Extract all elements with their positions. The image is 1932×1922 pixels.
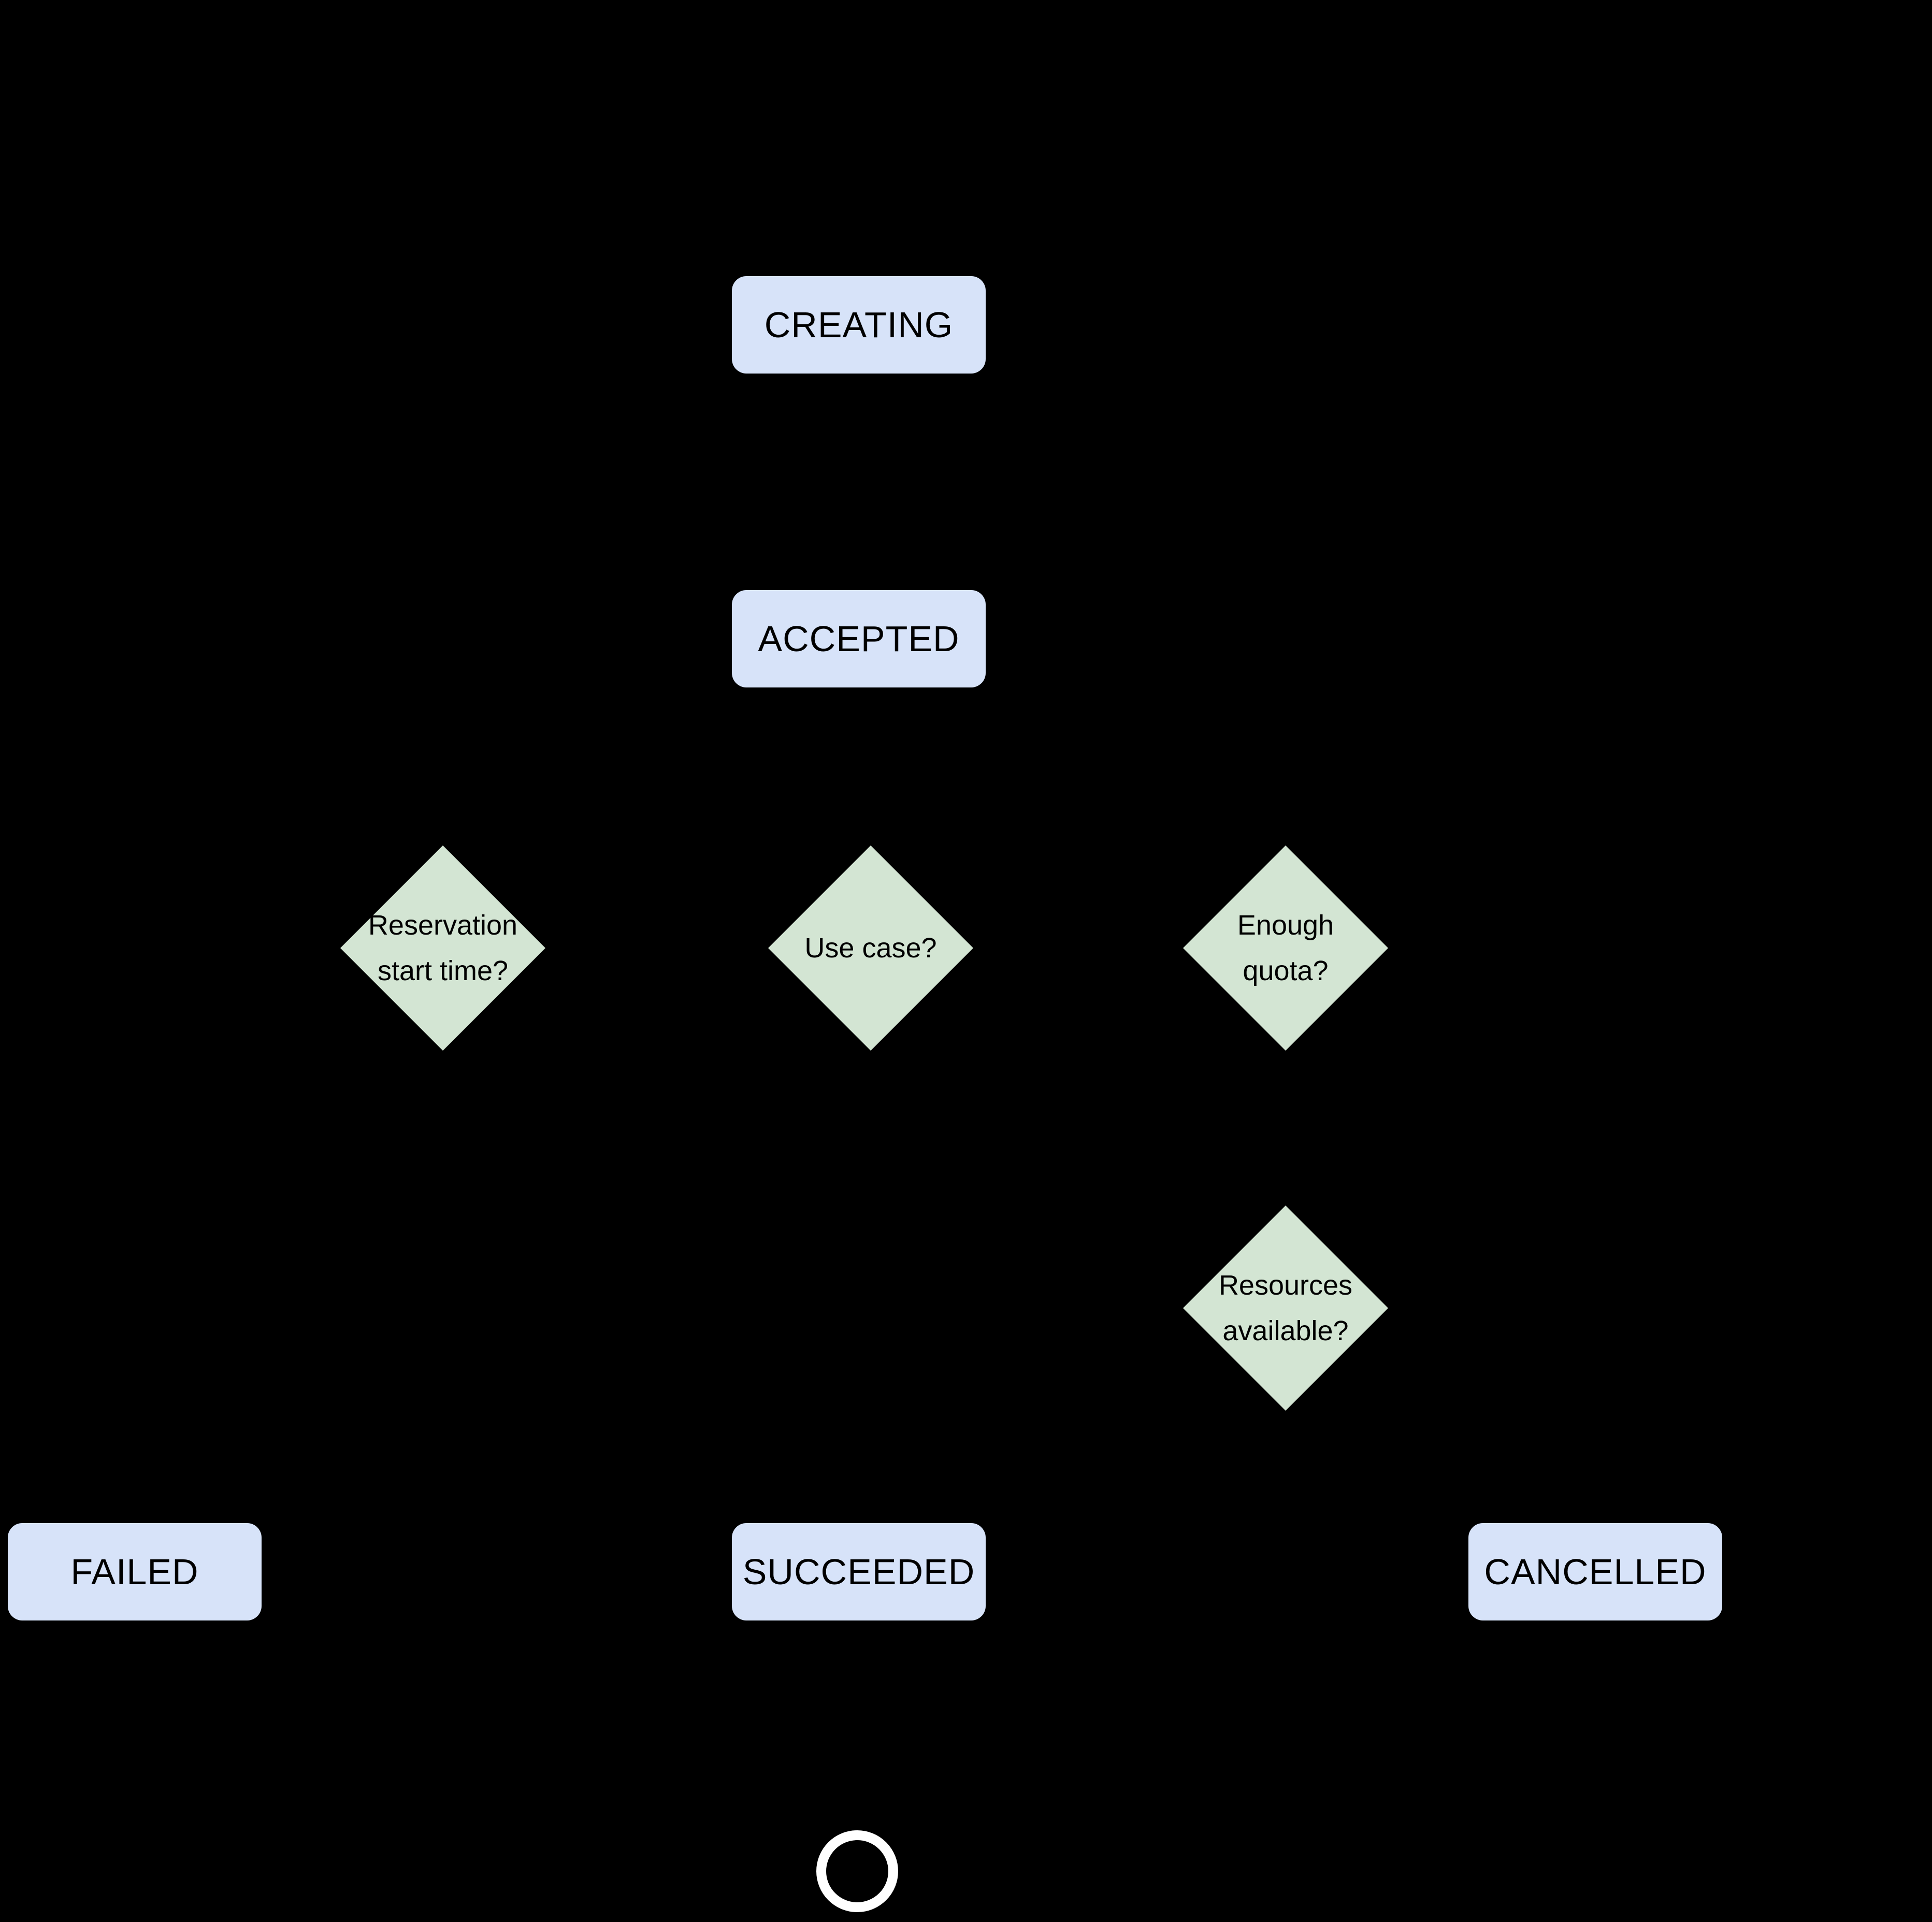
state-box-succeeded: SUCCEEDED [732, 1523, 986, 1620]
state-box-creating: CREATING [732, 276, 986, 374]
end-node-circle [816, 1830, 898, 1912]
decision-label-enough-quota: Enough quota? [1237, 910, 1334, 986]
state-box-cancelled: CANCELLED [1468, 1523, 1722, 1620]
state-label-failed: FAILED [70, 1552, 199, 1592]
decision-diamond-use-case: Use case? [768, 845, 973, 1051]
decision-diamond-enough-quota: Enough quota? [1183, 845, 1388, 1051]
decision-diamond-reservation-start-time: Reservation start time? [340, 845, 545, 1051]
state-box-accepted: ACCEPTED [732, 590, 986, 687]
decision-diamond-resources-available: Resources available? [1183, 1206, 1388, 1411]
decision-label-reservation-start-time: Reservation start time? [368, 910, 518, 986]
state-box-failed: FAILED [8, 1523, 262, 1620]
state-label-cancelled: CANCELLED [1484, 1552, 1707, 1592]
state-label-creating: CREATING [764, 305, 954, 345]
decision-label-use-case: Use case? [804, 933, 937, 964]
state-label-accepted: ACCEPTED [758, 619, 960, 659]
state-label-succeeded: SUCCEEDED [742, 1552, 975, 1592]
decision-label-resources-available: Resources available? [1218, 1270, 1353, 1346]
